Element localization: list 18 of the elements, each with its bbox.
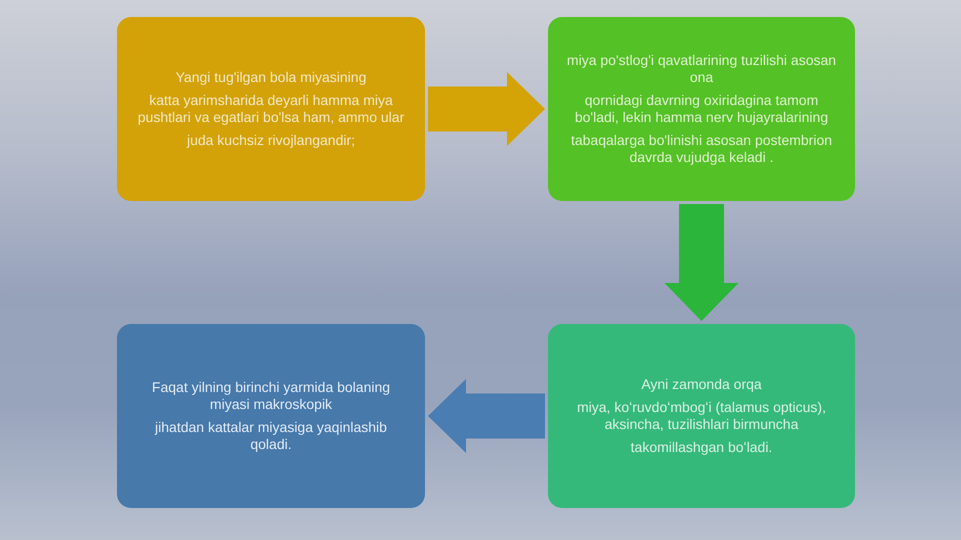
process-box [117, 17, 425, 201]
box-text: miya po'stlog'i qavatlarining tuzilishi asosan ona [566, 52, 837, 86]
box-text: katta yarimsharida deyarli hamma miya pushtlari va egatlari bo'lsa ham, ammo ular [136, 92, 406, 126]
process-box [548, 324, 855, 508]
box-text: takomillashgan boʻladi. [630, 439, 772, 456]
box-text: Ayni zamonda orqa [641, 376, 762, 393]
box-text: qornidagi davrning oxiridagina tamom bo'ladi, lekin hamma nerv hujayralarining [574, 92, 830, 126]
box-text: miya, koʻruvdoʻmbogʻi (talamus opticus), aksincha, tuzilishlari birmuncha [576, 399, 827, 433]
box-text: Yangi tug'ilgan bola miyasining [176, 69, 366, 86]
block-arrow [428, 379, 545, 453]
box-text: juda kuchsiz rivojlangandir; [186, 132, 356, 149]
block-arrow [428, 72, 545, 146]
process-box [117, 324, 425, 508]
box-text: tabaqalarga bo'linishi asosan postembrion davrda vujudga keladi . [570, 132, 834, 166]
box-text: jihatdan kattalar miyasiga yaqinlashib qoladi. [154, 419, 388, 453]
box-text: Faqat yilning birinchi yarmida bolaning miyasi makroskopik [150, 379, 392, 413]
process-box [548, 17, 855, 201]
block-arrow [664, 204, 738, 321]
